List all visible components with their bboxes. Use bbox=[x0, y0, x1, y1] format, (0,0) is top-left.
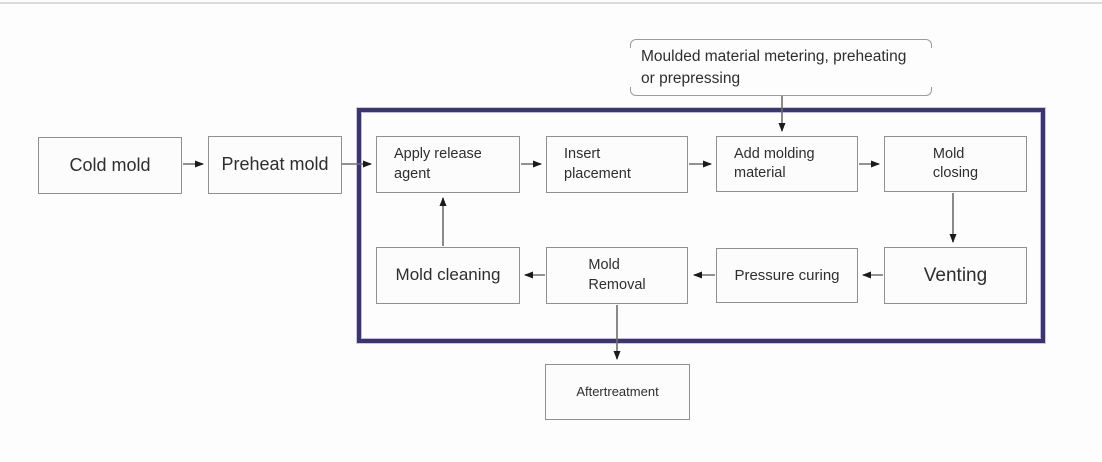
node-venting-label: Venting bbox=[923, 264, 988, 286]
node-pressure-curing-label: Pressure curing bbox=[734, 266, 840, 284]
annotation-bracket-bottom bbox=[630, 87, 932, 96]
node-mold-closing-label: Mold closing bbox=[932, 145, 979, 181]
annotation-bracket-top bbox=[630, 39, 932, 48]
node-mold-closing: Mold closing bbox=[884, 136, 1027, 192]
node-add-molding-material: Add molding material bbox=[716, 136, 858, 192]
node-insert-placement: Insert placement bbox=[546, 136, 688, 193]
node-cold-mold: Cold mold bbox=[38, 137, 182, 194]
annotation-label: Moulded material metering, preheating or… bbox=[641, 48, 907, 87]
node-aftertreatment-label: Aftertreatment bbox=[576, 384, 659, 400]
node-preheat-mold: Preheat mold bbox=[208, 136, 342, 194]
node-cold-mold-label: Cold mold bbox=[69, 154, 151, 175]
node-add-molding-material-label: Add molding material bbox=[734, 145, 815, 181]
node-insert-placement-label: Insert placement bbox=[564, 146, 631, 182]
node-venting: Venting bbox=[884, 247, 1027, 304]
node-pressure-curing: Pressure curing bbox=[716, 248, 858, 303]
node-preheat-mold-label: Preheat mold bbox=[221, 154, 329, 175]
node-aftertreatment: Aftertreatment bbox=[545, 364, 690, 420]
process-group-frame bbox=[357, 108, 1045, 343]
node-mold-cleaning: Mold cleaning bbox=[376, 247, 520, 304]
node-mold-removal: Mold Removal bbox=[546, 247, 688, 304]
node-apply-release-agent-label: Apply release agent bbox=[394, 146, 482, 182]
node-apply-release-agent: Apply release agent bbox=[376, 136, 520, 193]
node-mold-cleaning-label: Mold cleaning bbox=[395, 265, 501, 285]
node-mold-removal-label: Mold Removal bbox=[588, 257, 646, 293]
top-divider-line bbox=[0, 2, 1102, 4]
